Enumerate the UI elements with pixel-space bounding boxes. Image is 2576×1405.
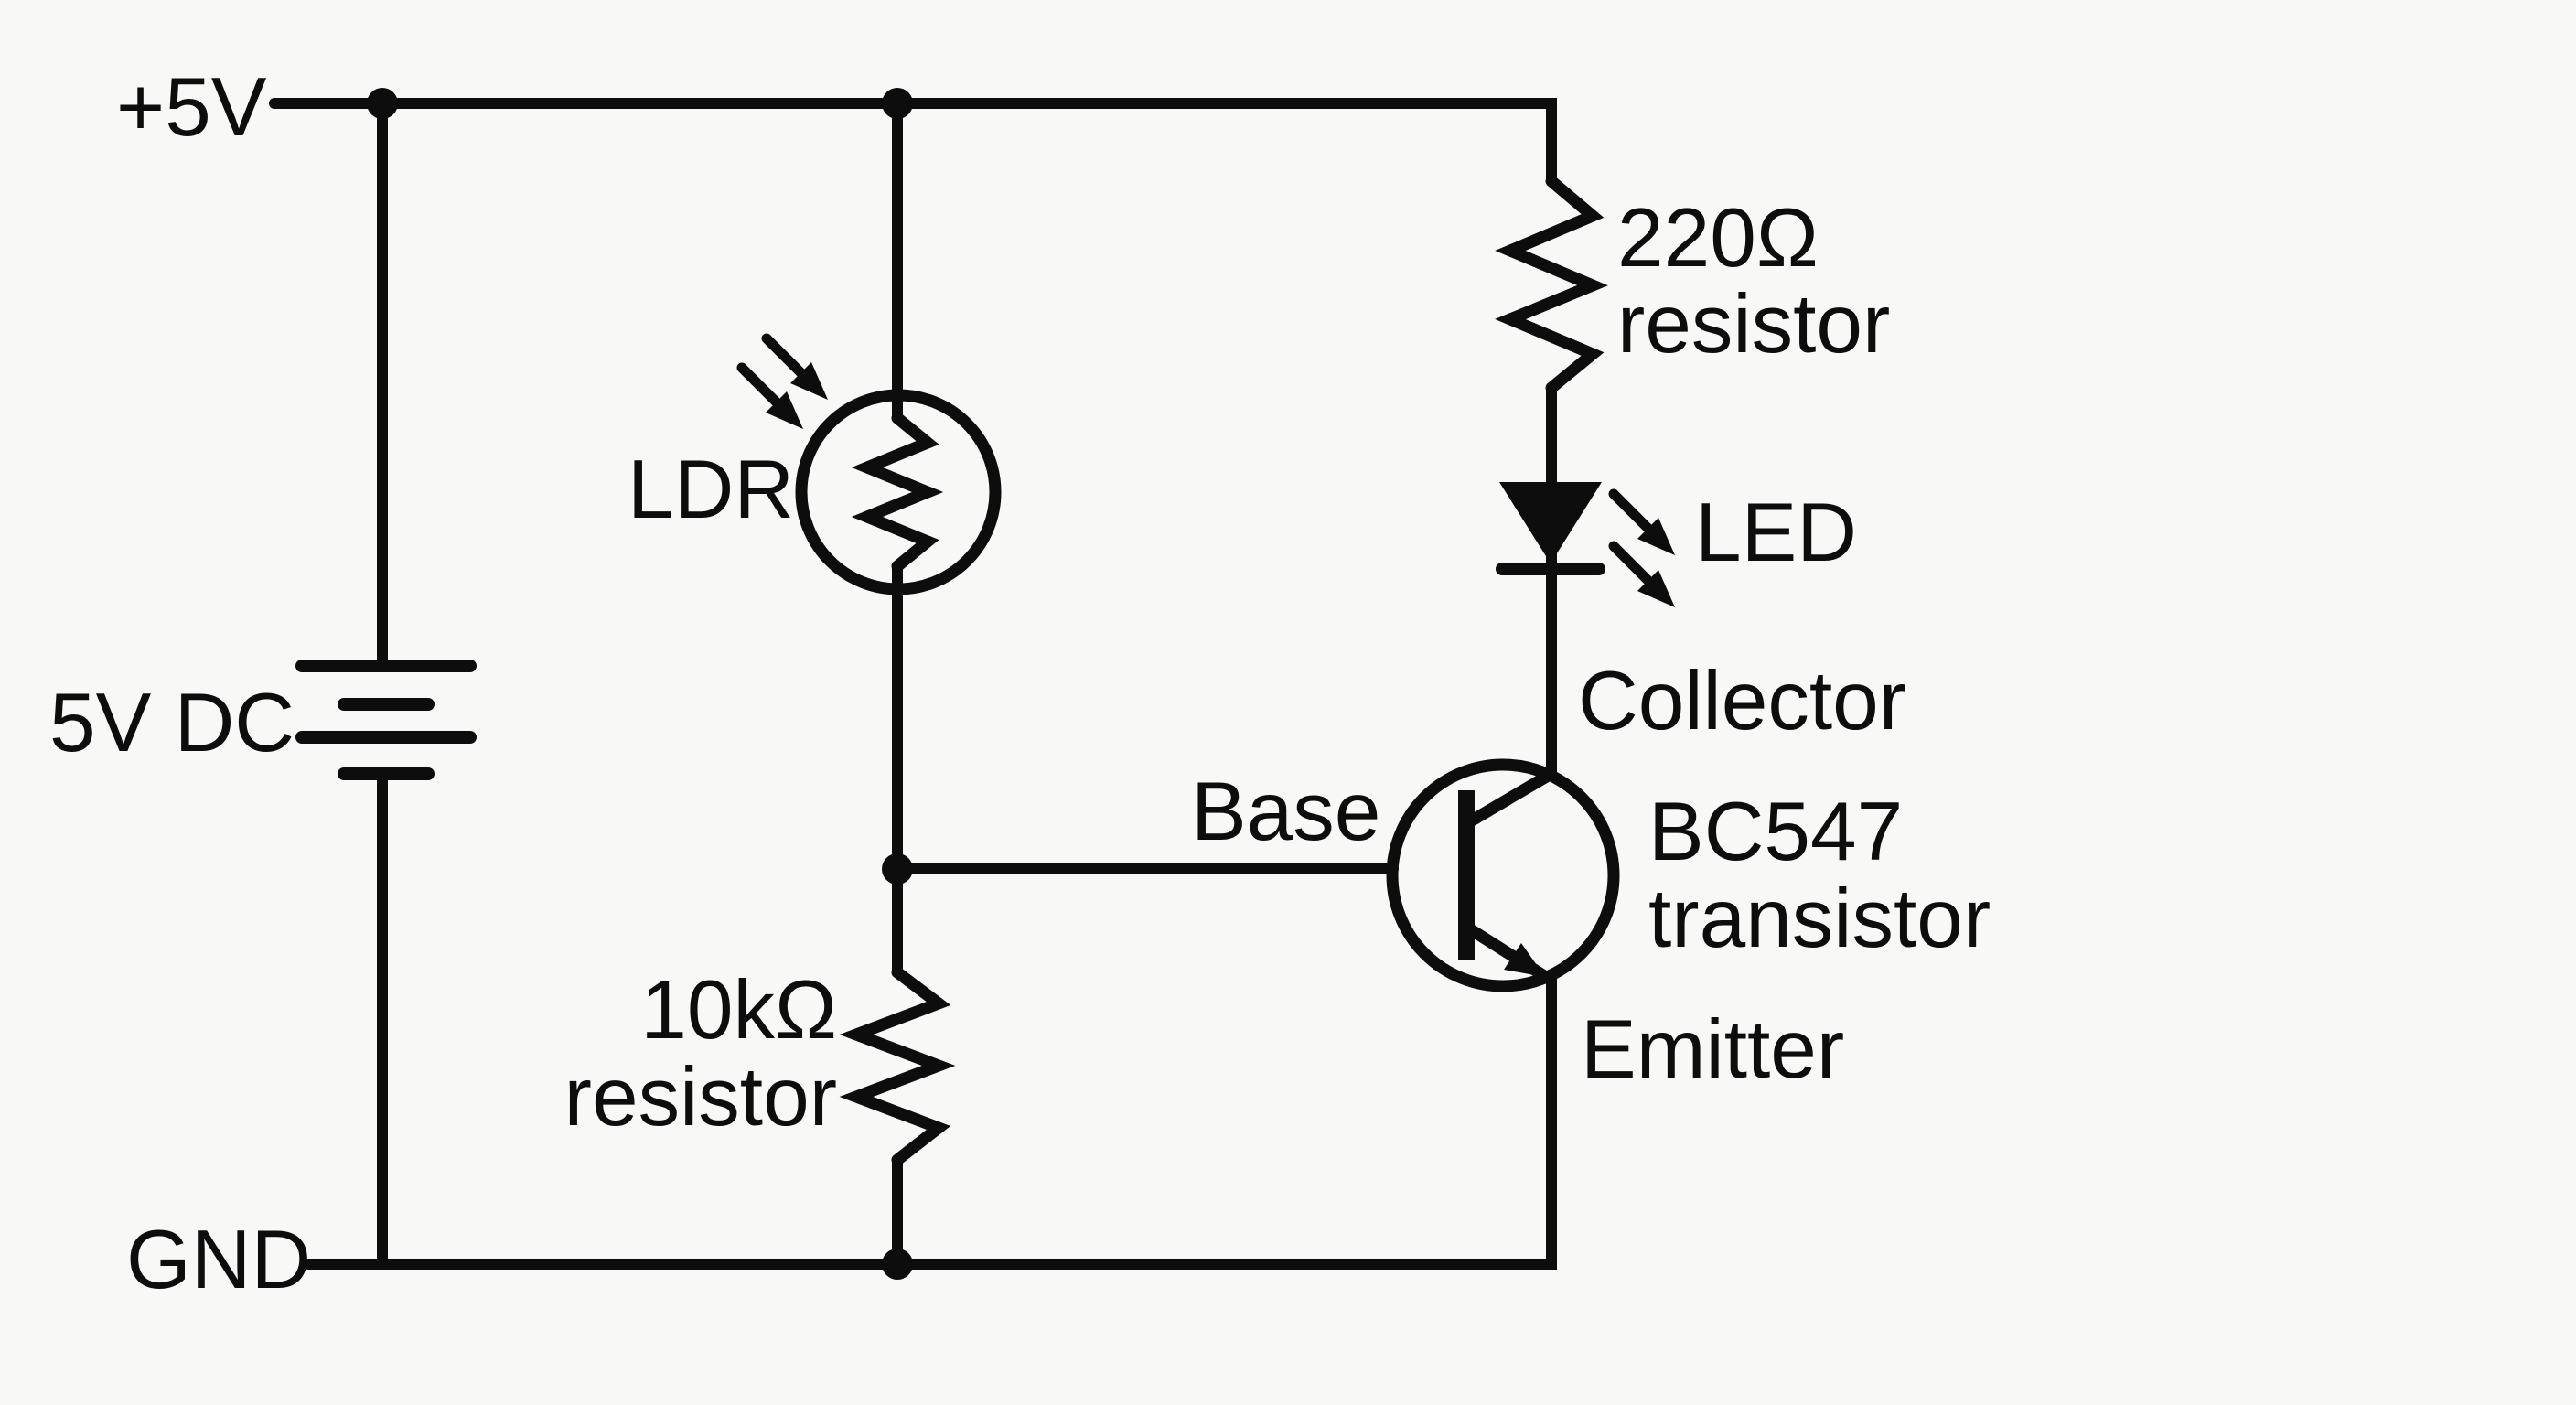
ldr-arrow-head — [790, 362, 828, 400]
led-emission-arrow-2 — [1608, 541, 1675, 607]
ground-rail-wire — [303, 974, 1557, 1270]
led-label: LED — [1695, 487, 1857, 579]
transistor-symbol — [1386, 758, 1620, 1012]
ldr-symbol — [736, 333, 1002, 595]
led-symbol — [1496, 482, 1675, 607]
battery-symbol — [295, 660, 477, 780]
ldr-light-arrow-2 — [736, 362, 803, 429]
ldr-arrow-shaft — [761, 333, 808, 380]
junction-dot-battery-top — [367, 88, 398, 119]
wires — [269, 98, 1557, 1270]
led-emission-arrow-1 — [1608, 488, 1675, 555]
led-resistor-value-label: 220Ω — [1617, 192, 1819, 284]
ldr-label: LDR — [628, 444, 794, 536]
led-resistor-zigzag — [1495, 175, 1608, 394]
emitter-pin-label: Emitter — [1581, 1003, 1844, 1096]
divider-resistor-zigzag — [839, 966, 956, 1166]
led-arrow-shaft — [1608, 541, 1655, 587]
ground-rail-label: GND — [126, 1214, 311, 1306]
led-arrow-head — [1637, 570, 1675, 607]
battery-label: 5V DC — [49, 677, 295, 769]
ldr-light-arrow-1 — [761, 333, 828, 400]
positive-rail-wire — [269, 98, 1557, 187]
ldr-arrow-shaft — [736, 362, 783, 409]
transistor-model-label: BC547 — [1648, 786, 1903, 878]
base-pin-label: Base — [1191, 766, 1380, 858]
transistor-circle — [1386, 758, 1620, 992]
positive-rail-label: +5V — [116, 61, 267, 154]
led-arrow-head — [1637, 518, 1675, 555]
led-resistor-word-label: resistor — [1617, 278, 1890, 370]
labels: +5V 5V DC GND LDR 10kΩ resistor 220Ω res… — [49, 61, 1991, 1306]
divider-resistor-value-label: 10kΩ — [640, 964, 837, 1056]
transistor-word-label: transistor — [1648, 873, 1991, 965]
junction-dot-ldr-top — [882, 88, 913, 119]
junction-dot-base-node — [882, 853, 913, 885]
collector-pin-label: Collector — [1578, 655, 1906, 747]
transistor-collector-slant — [1468, 767, 1558, 826]
transistor-emitter-arrow-head — [1504, 943, 1545, 977]
junction-dots — [367, 88, 913, 1280]
divider-resistor-word-label: resistor — [564, 1051, 837, 1143]
ldr-circle — [795, 389, 1002, 595]
junction-dot-ground — [882, 1249, 913, 1280]
ldr-zigzag — [851, 412, 944, 573]
led-triangle — [1499, 482, 1602, 563]
led-arrow-shaft — [1608, 488, 1655, 535]
ldr-arrow-head — [766, 391, 803, 429]
